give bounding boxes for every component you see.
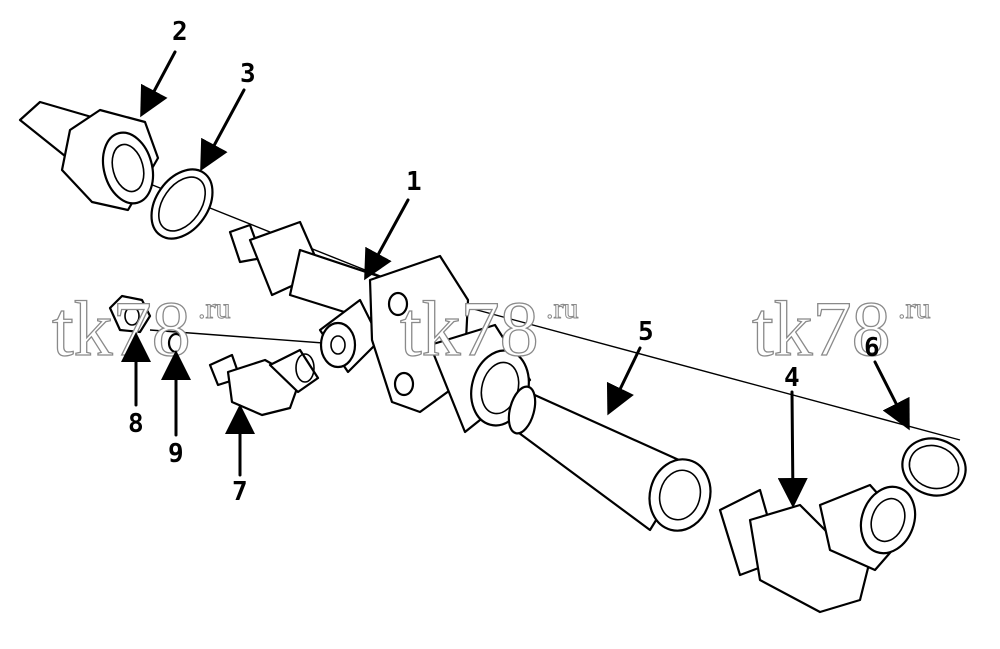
part-7-elbow-adapter — [208, 348, 320, 417]
part-4-elbow-fitting — [718, 483, 917, 614]
watermark-2: tk78 .ru — [399, 284, 579, 372]
part-2-cap-nut — [18, 100, 160, 212]
svg-text:.ru: .ru — [898, 292, 931, 325]
part-8-small-nut — [108, 294, 152, 334]
watermark-3: tk78 .ru — [751, 284, 931, 372]
callout-7: 7 — [232, 477, 248, 507]
callout-9: 9 — [168, 439, 184, 469]
svg-text:.ru: .ru — [198, 292, 231, 325]
callout-2: 2 — [172, 17, 188, 47]
svg-text:tk78: tk78 — [400, 285, 539, 372]
watermark-1: tk78 .ru — [51, 284, 231, 372]
callout-1: 1 — [406, 167, 422, 197]
callout-8: 8 — [128, 409, 144, 439]
svg-text:tk78: tk78 — [52, 285, 191, 372]
callout-3: 3 — [240, 59, 256, 89]
callout-arrows — [121, 50, 910, 508]
part-6-o-ring — [901, 437, 967, 497]
part-5-sleeve — [507, 385, 712, 532]
svg-text:.ru: .ru — [546, 292, 579, 325]
callout-5: 5 — [638, 317, 654, 347]
part-3-o-ring — [150, 168, 214, 240]
callout-6: 6 — [864, 333, 880, 363]
part-1-manifold-body — [228, 220, 532, 434]
callout-4: 4 — [784, 363, 800, 393]
svg-text:tk78: tk78 — [752, 285, 891, 372]
